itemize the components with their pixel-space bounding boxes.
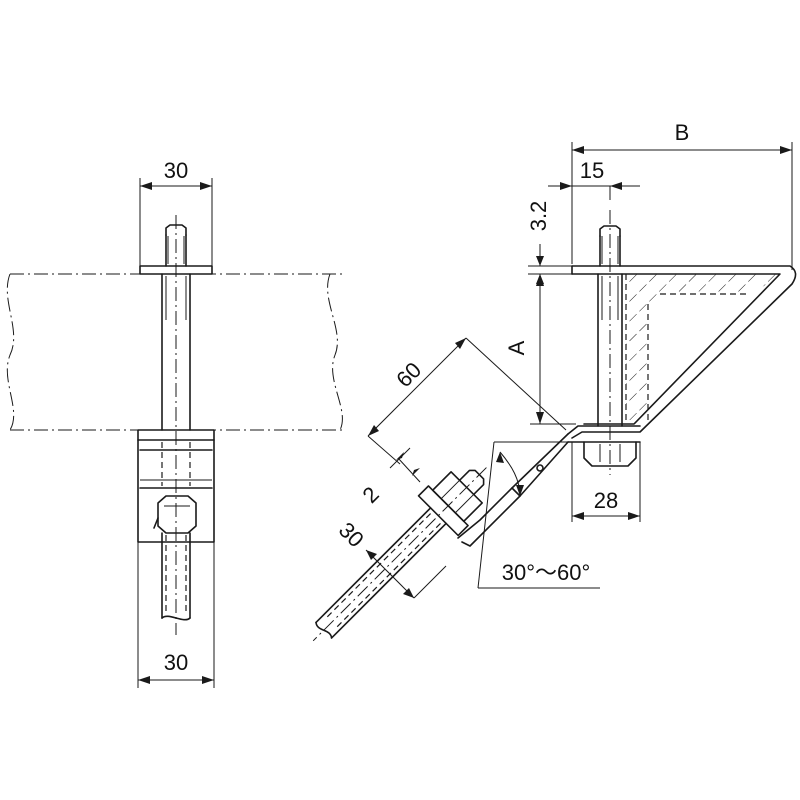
left-top-width-label: 30 — [164, 158, 188, 183]
dimension-30-diagonal: 30 — [334, 517, 447, 599]
dimension-30-diagonal-label: 30 — [334, 517, 369, 552]
angled-rod — [312, 467, 487, 642]
dimension-thickness-label: 3.2 — [526, 201, 551, 232]
dimension-a: A — [504, 274, 576, 425]
beam-outline — [6, 273, 345, 431]
left-top-dimension: 30 — [139, 158, 213, 266]
clamp-body — [137, 429, 215, 543]
dimension-2-label: 2 — [358, 482, 384, 508]
dimension-thickness: 3.2 — [526, 201, 572, 290]
right-side-view: B 15 3.2 A — [312, 120, 797, 642]
dimension-2: 2 — [358, 447, 421, 508]
dimension-angle-label: 30°～60° — [502, 560, 591, 585]
dimension-15-label: 15 — [580, 158, 604, 183]
dimension-a-label: A — [504, 340, 529, 355]
left-bottom-dimension: 30 — [137, 542, 215, 688]
left-bottom-width-label: 30 — [164, 650, 188, 675]
dimension-28: 28 — [571, 442, 641, 522]
dimension-28-label: 28 — [594, 488, 618, 513]
bracket-plate — [457, 265, 797, 547]
beam-flange-hatch — [626, 274, 784, 420]
left-front-view: 30 30 — [6, 158, 345, 688]
top-bolt — [139, 224, 213, 431]
dimension-60: 60 — [367, 337, 567, 465]
dimension-15: 15 — [548, 158, 640, 200]
right-vertical-bolt — [583, 225, 637, 467]
dimension-b: B — [571, 120, 793, 270]
dimension-60-label: 60 — [391, 357, 426, 392]
hanging-rod — [153, 517, 191, 621]
dimension-angle: 30°～60° — [477, 441, 600, 589]
dimension-b-label: B — [675, 120, 690, 145]
